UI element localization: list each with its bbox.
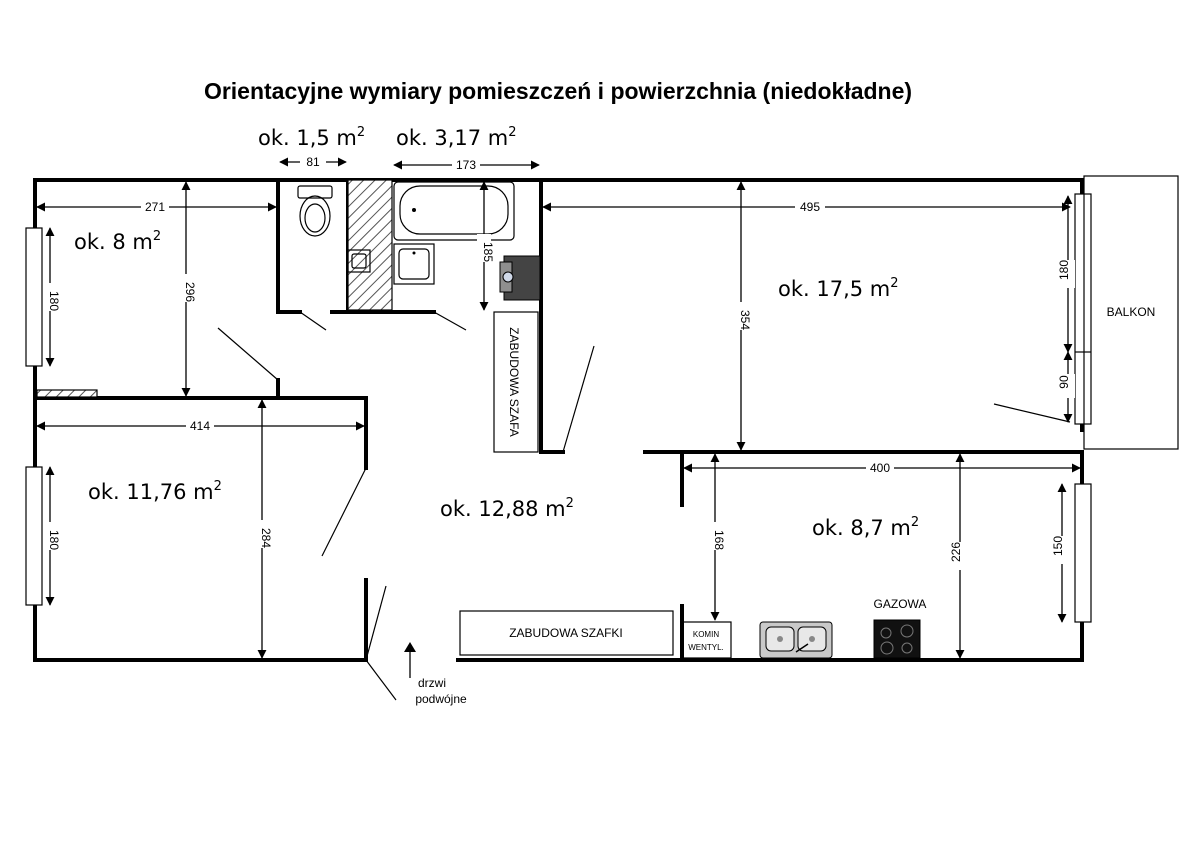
dim-kitchen-depth-right: 226 [949, 542, 963, 562]
cabinets-label: ZABUDOWA SZAFKI [509, 626, 623, 640]
dim-window-room-small: 180 [47, 291, 61, 311]
dim-bathroom-depth: 185 [481, 242, 495, 262]
ventilation-shaft [347, 179, 393, 311]
kitchen-cabinets [459, 610, 674, 656]
dim-wc-width: 81 [306, 155, 320, 169]
dim-room-small-depth: 296 [183, 282, 197, 302]
plan-title: Orientacyjne wymiary pomieszczeń i powie… [204, 78, 912, 104]
balcony [1083, 175, 1179, 450]
gas-stove-icon [873, 619, 921, 659]
area-label-living-room: ok. 17,5 m2 [778, 276, 899, 301]
wardrobe-label: ZABUDOWA SZAFA [507, 327, 521, 437]
kitchen-sink-icon [759, 621, 833, 659]
dim-balcony-window: 180 [1057, 260, 1071, 280]
area-label-hall: ok. 12,88 m2 [440, 496, 574, 521]
area-label-wc: ok. 1,5 m2 [258, 125, 365, 150]
area-label-room-small: ok. 8 m2 [74, 229, 161, 254]
chimney-label-line1: KOMIN [693, 630, 719, 639]
door-label-line1: drzwi [418, 676, 446, 690]
window-room-left [25, 466, 43, 606]
dim-window-room-left: 180 [47, 530, 61, 550]
dim-bathroom-width: 173 [456, 158, 476, 172]
balcony-door-window [1074, 193, 1092, 425]
washing-machine-icon [499, 255, 541, 301]
dim-room-left-width: 414 [190, 419, 210, 433]
dim-room-small-width: 271 [145, 200, 165, 214]
gas-label: GAZOWA [874, 597, 927, 611]
entrance-arrow-icon [404, 642, 416, 678]
dim-room-left-depth: 284 [259, 528, 273, 548]
window-kitchen [1074, 483, 1092, 623]
toilet-icon [297, 185, 333, 237]
bathtub-icon [393, 181, 515, 241]
dim-living-depth: 354 [738, 310, 752, 330]
radiator [36, 389, 98, 398]
dim-kitchen-depth-left: 168 [712, 530, 726, 550]
bath-sink-icon [393, 243, 435, 285]
area-label-kitchen: ok. 8,7 m2 [812, 515, 919, 540]
doors [217, 311, 1071, 701]
dim-kitchen-window: 150 [1051, 536, 1065, 556]
area-label-room-left: ok. 11,76 m2 [88, 479, 222, 504]
door-label-line2: podwójne [415, 692, 467, 706]
dim-kitchen-width: 400 [870, 461, 890, 475]
wc-sink-icon [347, 249, 371, 273]
chimney-label-line2: WENTYL. [688, 643, 724, 652]
area-label-bathroom: ok. 3,17 m2 [396, 125, 517, 150]
wardrobe [493, 311, 539, 453]
dim-living-width: 495 [800, 200, 820, 214]
chimney [680, 621, 732, 659]
window-room-small [25, 227, 43, 367]
dimension-lines [36, 155, 1081, 659]
balcony-label: BALKON [1107, 305, 1156, 319]
dim-balcony-door: 90 [1057, 375, 1071, 389]
